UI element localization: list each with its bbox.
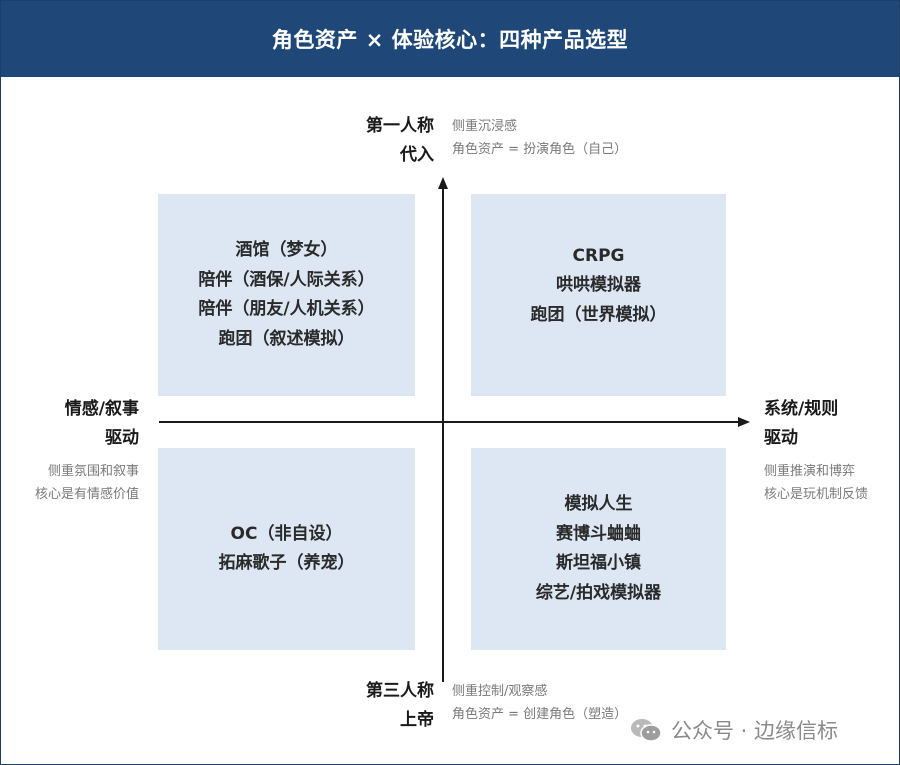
axis-note-line: 侧重沉浸感	[452, 119, 518, 134]
axis-label-line: 情感/叙事	[64, 399, 139, 419]
arrow-right-icon	[738, 417, 750, 427]
arrow-up-icon	[438, 177, 448, 189]
axis-label-top: 第一人称 代入	[301, 112, 434, 170]
axis-label-line: 代入	[400, 145, 434, 165]
quadrant-bottom-left: OC（非自设） 拓麻歌子（养宠）	[158, 448, 415, 650]
axis-label-left: 情感/叙事 驱动	[15, 395, 139, 453]
quadrant-item: OC（非自设）	[230, 523, 343, 544]
axis-label-line: 第一人称	[366, 116, 434, 136]
quadrant-top-left: 酒馆（梦女） 陪伴（酒保/人际关系） 陪伴（朋友/人机关系） 跑团（叙述模拟）	[158, 194, 415, 396]
quadrant-item: CRPG	[572, 245, 625, 266]
axis-label-bottom: 第三人称 上帝	[301, 677, 434, 735]
quadrant-item: 模拟人生	[564, 494, 633, 514]
axis-label-line: 系统/规则	[764, 399, 839, 419]
axis-note-top: 侧重沉浸感 角色资产 = 扮演角色（自己）	[452, 115, 627, 161]
quadrant-item: 跑团（叙述模拟）	[218, 328, 355, 349]
quadrant-bottom-right: 模拟人生 赛博斗蛐蛐 斯坦福小镇 综艺/拍戏模拟器	[471, 448, 726, 650]
axis-note-line: 角色资产 = 创建角色（塑造）	[452, 707, 628, 722]
horizontal-axis	[159, 421, 739, 423]
quadrant-top-right: CRPG 哄哄模拟器 跑团（世界模拟）	[471, 194, 726, 396]
vertical-axis	[442, 187, 444, 682]
axis-label-line: 驱动	[105, 428, 139, 448]
quadrant-item: 跑团（世界模拟）	[530, 304, 667, 325]
quadrant-item: 斯坦福小镇	[556, 553, 641, 573]
page-title: 角色资产 × 体验核心：四种产品选型	[1, 1, 899, 77]
axis-note-line: 侧重氛围和叙事	[47, 464, 139, 479]
axis-note-line: 核心是玩机制反馈	[764, 487, 869, 502]
axis-note-line: 角色资产 = 扮演角色（自己）	[452, 142, 628, 157]
axis-label-right: 系统/规则 驱动	[764, 395, 838, 453]
watermark: 公众号 · 边缘信标	[629, 715, 838, 745]
axis-label-line: 第三人称	[366, 681, 434, 701]
axis-note-bottom: 侧重控制/观察感 角色资产 = 创建角色（塑造）	[452, 680, 627, 726]
axis-note-line: 侧重控制/观察感	[452, 684, 548, 699]
axis-label-line: 驱动	[764, 428, 798, 448]
axis-note-right: 侧重推演和博弈 核心是玩机制反馈	[764, 460, 868, 506]
quadrant-item: 哄哄模拟器	[556, 275, 641, 296]
quadrant-item: 综艺/拍戏模拟器	[535, 582, 662, 603]
axis-note-left: 侧重氛围和叙事 核心是有情感价值	[15, 460, 139, 506]
quadrant-item: 酒馆（梦女）	[235, 240, 338, 260]
quadrant-item: 陪伴（酒保/人际关系）	[198, 269, 375, 290]
watermark-text: 公众号 · 边缘信标	[671, 719, 839, 743]
axis-note-line: 核心是有情感价值	[34, 487, 139, 502]
wechat-icon	[631, 719, 662, 742]
quadrant-item: 赛博斗蛐蛐	[556, 523, 641, 544]
axis-label-line: 上帝	[400, 710, 434, 730]
axis-note-line: 侧重推演和博弈	[764, 464, 856, 479]
quadrant-item: 拓麻歌子（养宠）	[218, 553, 355, 573]
quadrant-item: 陪伴（朋友/人机关系）	[198, 299, 375, 319]
